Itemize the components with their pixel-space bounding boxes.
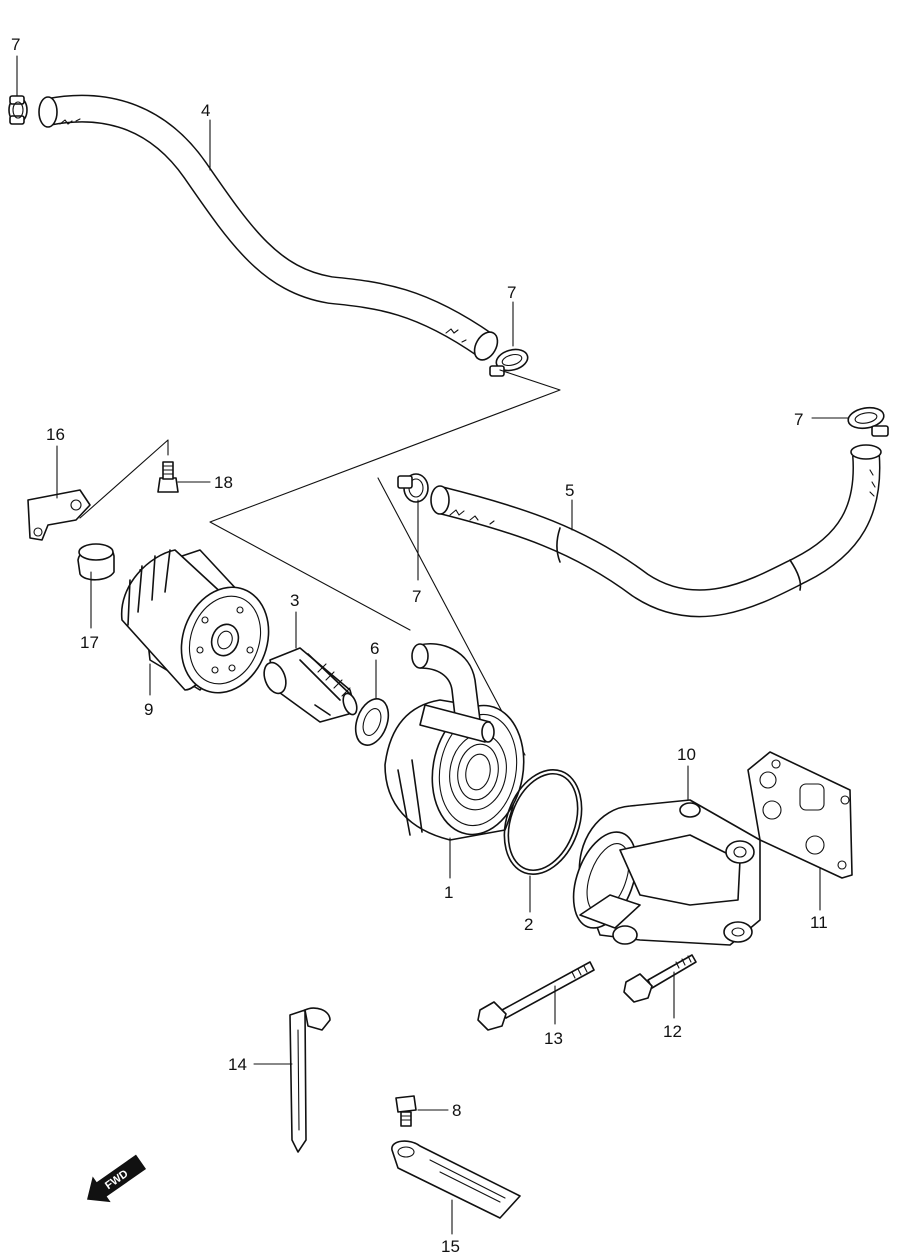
part-7-clamp-d <box>397 473 429 503</box>
fwd-arrow-icon <box>87 1154 147 1203</box>
part-15-plate <box>391 1140 521 1219</box>
part-16-bracket <box>27 489 91 541</box>
callout-12: 12 <box>663 1022 682 1041</box>
callout-15: 15 <box>441 1237 460 1256</box>
part-1-oil-cooler <box>384 643 525 841</box>
callout-17: 17 <box>80 633 99 652</box>
leader-lines <box>16 55 849 1235</box>
callout-4: 4 <box>201 101 210 120</box>
callout-18: 18 <box>214 473 233 492</box>
callout-7c: 7 <box>794 410 803 429</box>
part-6-washer <box>354 698 390 746</box>
callout-7d: 7 <box>412 587 421 606</box>
callout-16: 16 <box>46 425 65 444</box>
callout-3: 3 <box>290 591 299 610</box>
callout-1: 1 <box>444 883 453 902</box>
part-8-screw <box>395 1095 417 1127</box>
part-11-gasket <box>747 751 853 879</box>
forward-direction-arrow: FWD <box>87 1154 147 1203</box>
callout-14: 14 <box>228 1055 247 1074</box>
part-7-clamp-b <box>489 348 529 377</box>
callout-6: 6 <box>370 639 379 658</box>
part-7-clamp-a <box>8 95 28 125</box>
part-17-cap <box>77 543 115 581</box>
callout-5: 5 <box>565 481 574 500</box>
part-12-bolt <box>623 954 697 1003</box>
part-18-bolt <box>157 461 179 493</box>
callout-labels: 7 4 7 7 16 18 5 7 3 17 6 9 10 1 11 2 12 … <box>11 35 828 1256</box>
callout-7a: 7 <box>11 35 20 54</box>
callout-9: 9 <box>144 700 153 719</box>
part-14-strap <box>289 1007 331 1153</box>
callout-2: 2 <box>524 915 533 934</box>
part-9-oil-filter <box>120 549 270 694</box>
callout-13: 13 <box>544 1029 563 1048</box>
callout-8: 8 <box>452 1101 461 1120</box>
callout-7b: 7 <box>507 283 516 302</box>
part-5-hose <box>430 444 882 618</box>
part-4-hose <box>38 94 499 361</box>
part-2-o-ring <box>503 768 583 876</box>
reference-lines <box>79 369 561 756</box>
part-13-long-bolt <box>477 961 595 1031</box>
part-10-housing <box>572 799 761 946</box>
callout-11: 11 <box>810 913 828 932</box>
callout-10: 10 <box>677 745 696 764</box>
part-3-union-bolt <box>263 647 358 723</box>
part-7-clamp-c <box>847 406 889 437</box>
